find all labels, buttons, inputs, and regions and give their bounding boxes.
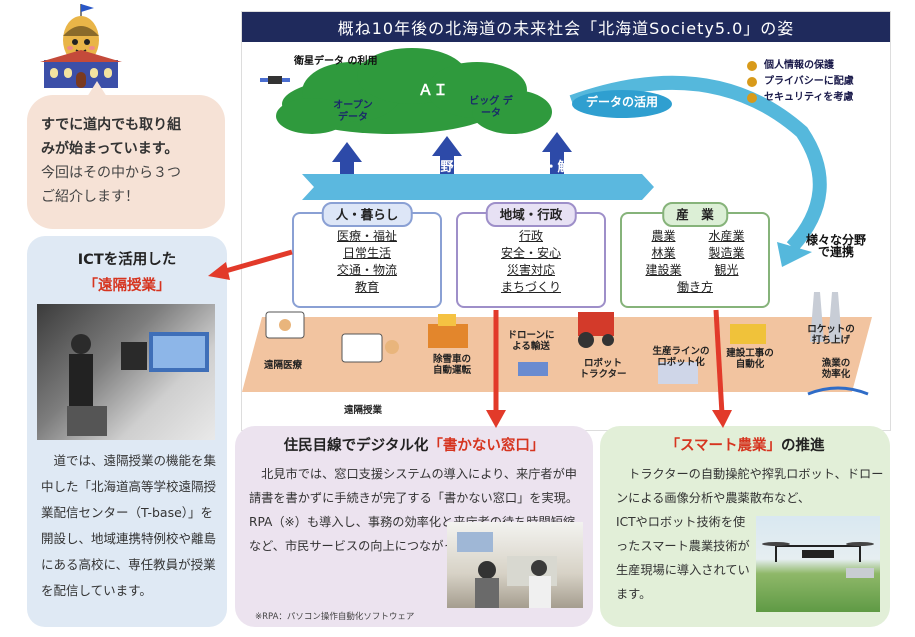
scene-label-robot-line: 生産ラインの ロボット化 [652, 346, 710, 368]
data-use-badge [572, 90, 672, 118]
scene-label-construction: 建設工事の 自動化 [726, 348, 774, 370]
satellite-label: 衛星データ の利用 [294, 56, 378, 67]
field-box-life: 人・暮らし 医療・福祉 日常生活 交通・物流 教育 [292, 202, 442, 308]
industry-item: 林業 [651, 246, 676, 260]
scene-label-telemedicine: 遠隔医療 [264, 360, 303, 371]
farm-title-highlight: 「スマート農業」 [665, 438, 782, 454]
privacy-item-3: セキュリティを考慮 [764, 92, 854, 103]
satellite-icon [260, 76, 290, 84]
diagram-title: 概ね10年後の北海道の未来社会「北海道Society5.0」の姿 [242, 12, 890, 42]
life-item: 医療・福祉 [336, 229, 397, 243]
privacy-item-1: 個人情報の保護 [764, 60, 834, 71]
ground-band [242, 317, 872, 392]
farm-panel-title: 「スマート農業」の推進 [600, 434, 890, 455]
kakanai-madoguchi-panel: 住民目線でデジタル化「書かない窓口」 北見市では、窓口支援システムの導入により、… [235, 426, 593, 627]
region-item: 災害対応 [506, 263, 555, 277]
field-box-industry: 産 業 農業 水産業 林業 製造業 建設業 観光 働き方 [620, 202, 770, 308]
data-use-label: データの活用 [585, 95, 658, 109]
upward-arrows [332, 132, 572, 174]
mascot-illustration [36, 2, 126, 90]
open-data-label: オープン データ [333, 100, 373, 123]
smart-agriculture-panel: 「スマート農業」の推進 トラクターの自動操舵や搾乳ロボット、ドローンによる画像分… [600, 426, 890, 627]
data-use-arrow [569, 75, 827, 252]
scene-label-fishing: 漁業の 効率化 [821, 358, 851, 380]
window-panel-title: 住民目線でデジタル化「書かない窓口」 [235, 434, 593, 455]
city-office-photo [447, 522, 583, 608]
scene-label-rocket: ロケットの 打ち上げ [807, 324, 855, 346]
scene-icons [265, 292, 869, 396]
bubble-line-1: すでに道内でも取り組 [41, 117, 182, 133]
privacy-item-2: プライバシーに配慮 [764, 76, 854, 87]
industry-item: 農業 [651, 229, 676, 243]
collect-band [302, 174, 654, 200]
region-item: 安全・安心 [500, 246, 561, 260]
scene-label-tractor: ロボット トラクター [579, 358, 627, 380]
field-header-life: 人・暮らし [321, 202, 413, 227]
industry-item: 製造業 [708, 246, 745, 260]
bubble-line-4: ご紹介します！ [41, 189, 139, 205]
big-data-label: ビッグ データ [469, 96, 513, 119]
lock-icons [747, 61, 757, 103]
ai-label: ＡＩ [418, 81, 449, 99]
field-box-region: 地域・行政 行政 安全・安心 災害対応 まちづくり [456, 202, 606, 308]
scene-label-drone: ドローンに よる輸送 [507, 330, 555, 352]
region-item: 行政 [518, 229, 543, 243]
ict-classroom-photo [37, 304, 215, 440]
ict-body-text: 道では、遠隔授業の機能を集中した「北海道高等学校遠隔授業配信センター（T-bas… [41, 453, 217, 598]
cooperate-label: 様々な分野 で連携 [805, 233, 866, 259]
window-title-highlight: 「書かない窓口」 [428, 438, 545, 454]
farm-body-text-2: ICTやロボット技術を使ったスマート農業技術が生産現場に導入されています。 [616, 515, 750, 601]
industry-item: 観光 [714, 263, 739, 277]
drone-field-photo [756, 516, 880, 612]
field-header-region: 地域・行政 [485, 202, 577, 227]
ict-panel: ICTを活用した 「遠隔授業」 道では、遠隔授業の機能を集中した「北海道高等学校… [27, 236, 227, 627]
bubble-line-3: 今回はその中から３つ [41, 165, 181, 181]
rpa-footnote: ※RPA：パソコン操作自動化ソフトウェア [255, 612, 415, 622]
ict-title-line2: 「遠隔授業」 [83, 278, 171, 294]
industry-item: 水産業 [708, 229, 745, 243]
society5-diagram: 概ね10年後の北海道の未来社会「北海道Society5.0」の姿 [241, 11, 891, 431]
scene-label-snow-removal: 除雪車の 自動運転 [432, 354, 471, 376]
life-item: 交通・物流 [336, 263, 397, 277]
data-cloud [276, 48, 552, 134]
farm-title-suffix: の推進 [781, 438, 825, 454]
industry-item: 働き方 [676, 280, 713, 294]
life-item: 日常生活 [342, 246, 391, 260]
industry-item: 建設業 [645, 263, 682, 277]
life-item: 教育 [354, 280, 379, 294]
scene-label-remote-class: 遠隔授業 [344, 405, 383, 416]
field-header-industry: 産 業 [662, 202, 728, 227]
ict-title-line1: ICTを活用した [77, 252, 177, 268]
collect-label: 様々な分野のデータを収集・解析 [388, 160, 584, 175]
farm-body-text-1: トラクターの自動操舵や搾乳ロボット、ドローンによる画像分析や農薬散布など、 [616, 467, 884, 505]
bubble-line-2: みが始まっています。 [41, 141, 179, 157]
window-title-prefix: 住民目線でデジタル化 [283, 438, 429, 454]
region-item: まちづくり [500, 280, 561, 294]
speech-bubble: すでに道内でも取り組 みが始まっています。 今回はその中から３つ ご紹介します！ [27, 81, 225, 229]
